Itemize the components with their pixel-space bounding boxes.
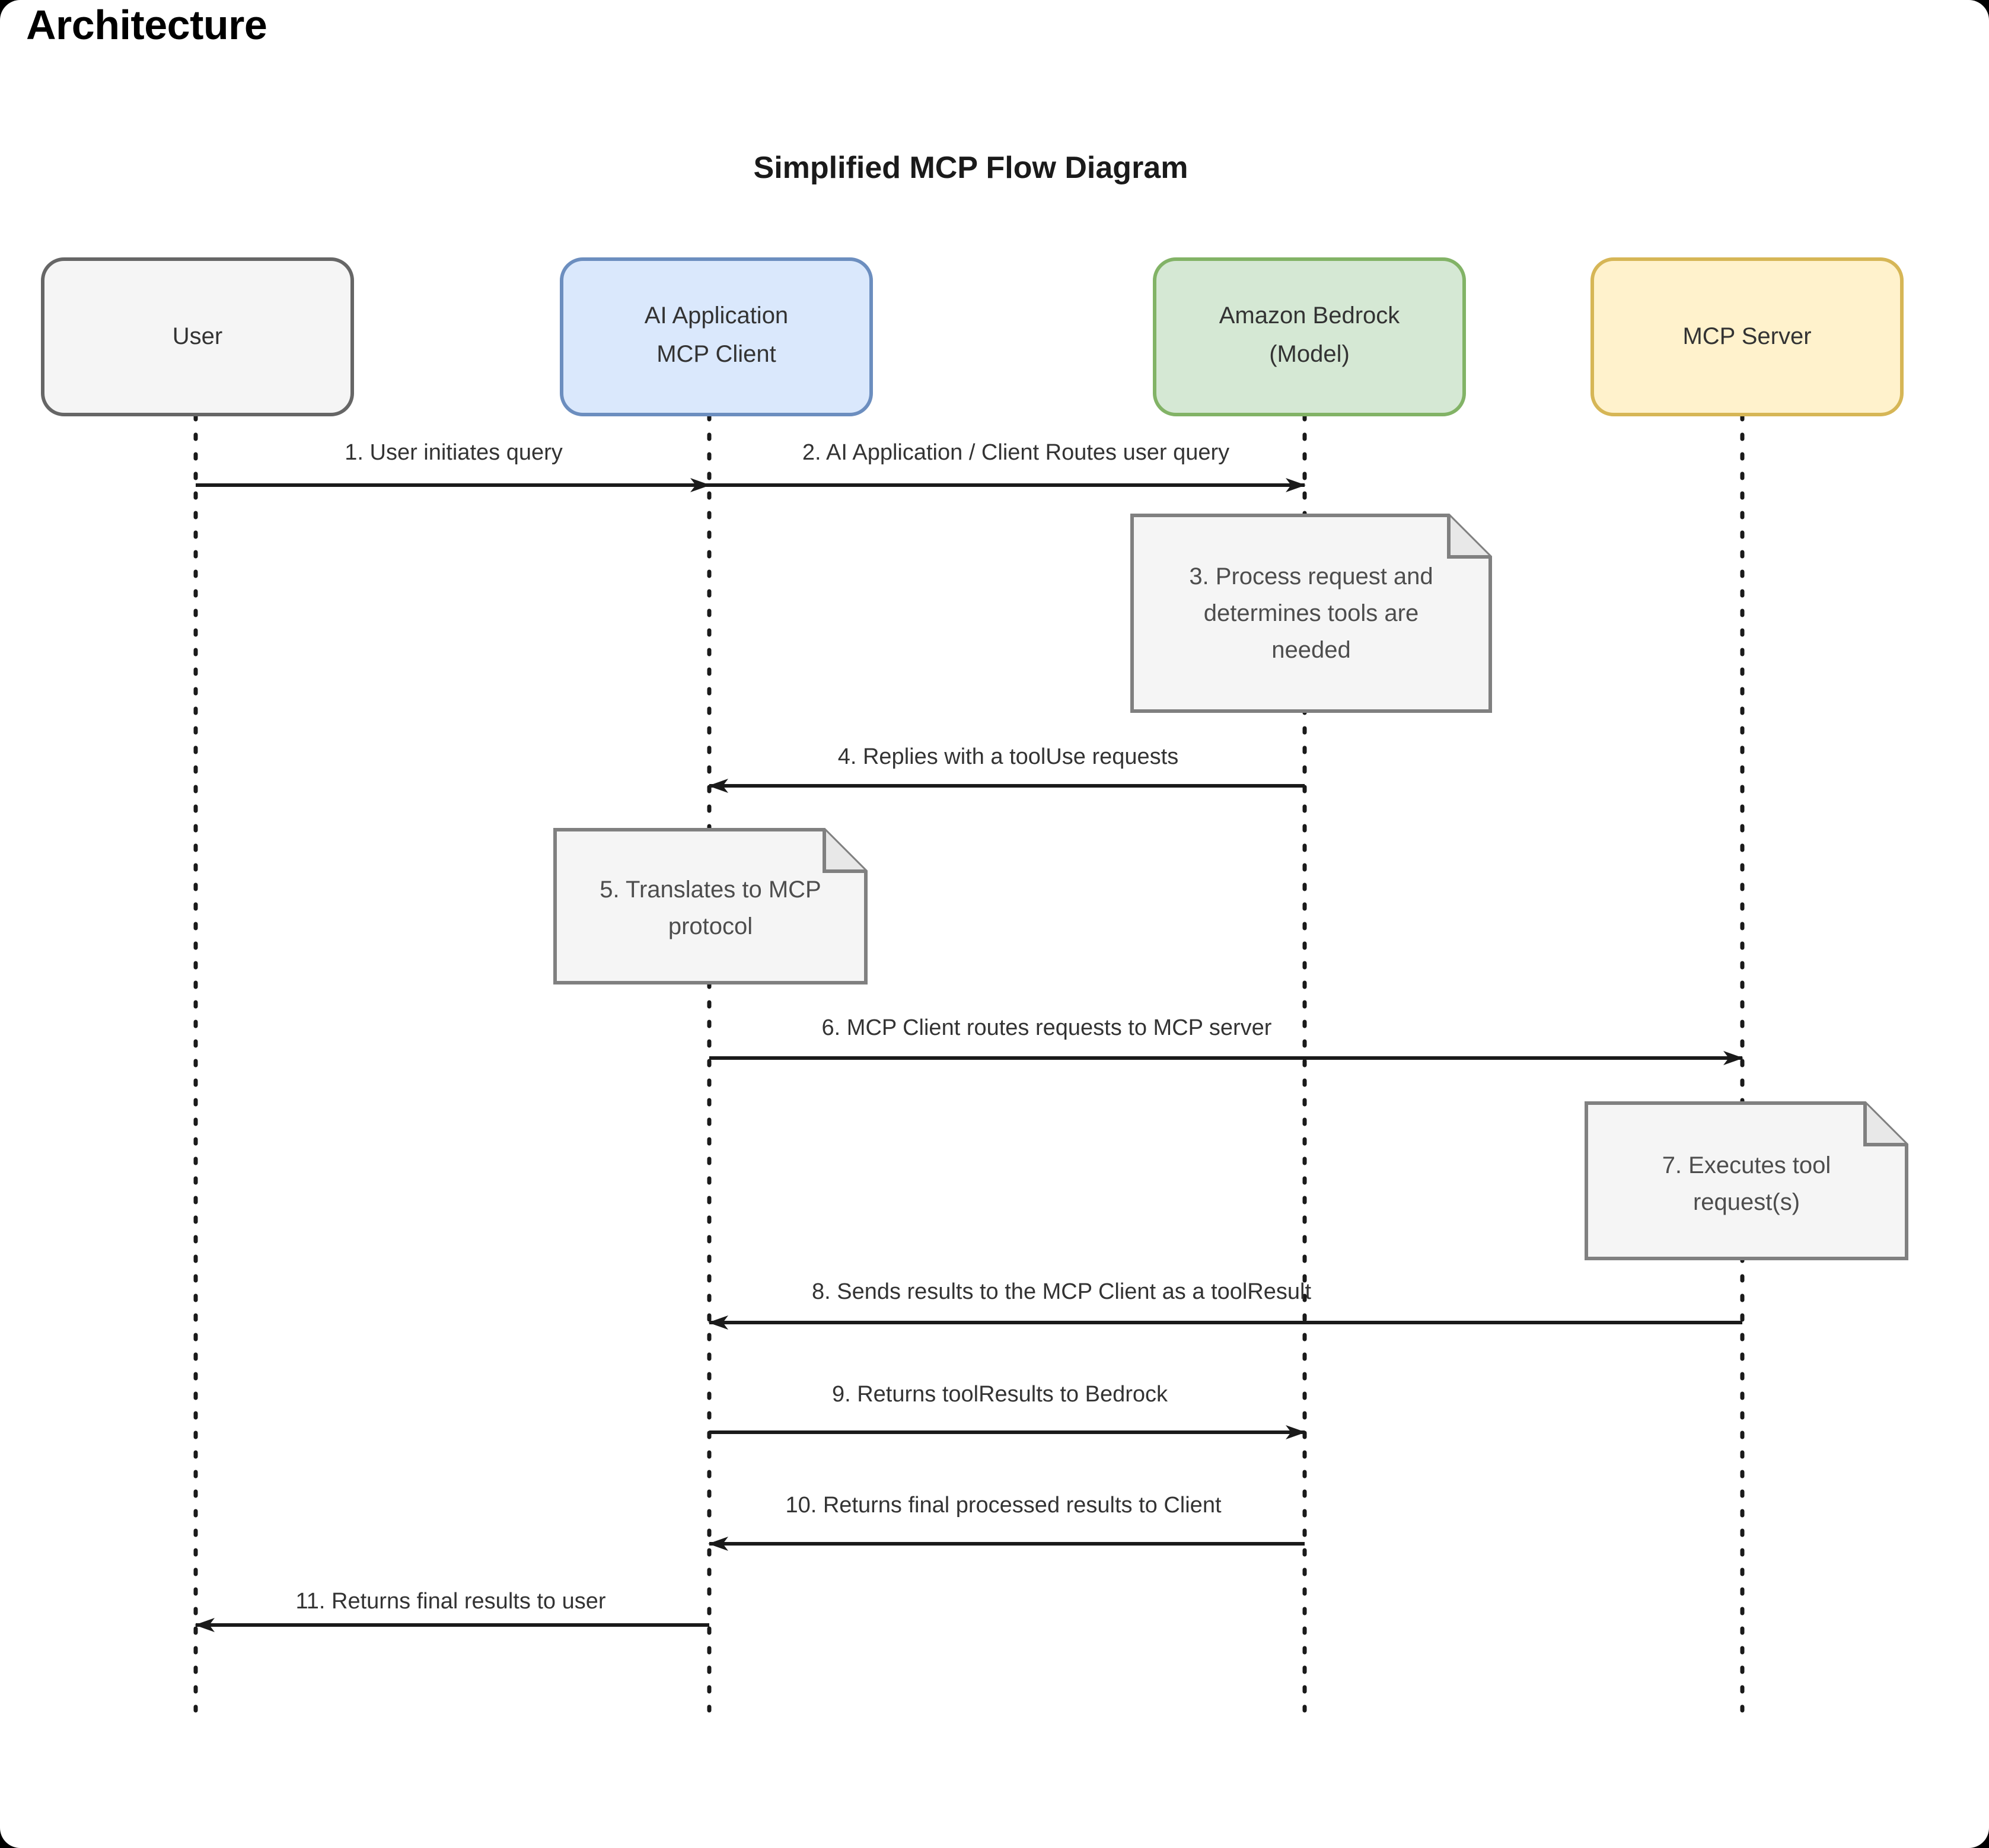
message-label-2: 2. AI Application / Client Routes user q… <box>802 440 1229 465</box>
participant-label-bedrock-line1: Amazon Bedrock <box>1219 302 1401 329</box>
participant-client[interactable]: AI Application MCP Client <box>560 257 873 416</box>
note-fold-3 <box>1447 515 1490 559</box>
message-4[interactable]: 4. Replies with a toolUse requests <box>708 744 1305 793</box>
note-line-3-3: needed <box>1271 637 1350 663</box>
note-line-7-2: request(s) <box>1693 1189 1800 1215</box>
message-2[interactable]: 2. AI Application / Client Routes user q… <box>709 440 1306 492</box>
participant-box-bedrock[interactable] <box>1153 257 1466 416</box>
message-label-9: 9. Returns toolResults to Bedrock <box>832 1382 1168 1407</box>
participant-box-server[interactable] <box>1590 257 1904 416</box>
note-body-3[interactable] <box>1130 514 1492 713</box>
note-line-3-1: 3. Process request and <box>1189 563 1433 590</box>
note-line-5-2: protocol <box>668 913 753 939</box>
page-title: Architecture <box>26 2 267 48</box>
note-line-5-1: 5. Translates to MCP <box>600 877 821 903</box>
message-label-8: 8. Sends results to the MCP Client as a … <box>812 1279 1311 1304</box>
note-fold-5 <box>823 830 866 873</box>
message-label-6: 6. MCP Client routes requests to MCP ser… <box>822 1015 1272 1040</box>
note-body-5[interactable] <box>553 828 868 984</box>
participant-label-client-line1: AI Application <box>645 302 788 329</box>
note-7[interactable]: 7. Executes tool request(s) <box>1585 1101 1908 1260</box>
message-label-4: 4. Replies with a toolUse requests <box>838 744 1179 769</box>
participant-label-server: MCP Server <box>1682 323 1811 349</box>
message-label-1: 1. User initiates query <box>345 440 563 465</box>
note-fold-7 <box>1863 1103 1907 1146</box>
participant-label-bedrock-line2: (Model) <box>1269 341 1350 367</box>
note-body-7[interactable] <box>1585 1101 1908 1260</box>
participant-server[interactable]: MCP Server <box>1590 257 1904 416</box>
note-3[interactable]: 3. Process request and determines tools … <box>1130 514 1492 713</box>
diagram-title: Simplified MCP Flow Diagram <box>754 151 1188 185</box>
participant-user[interactable]: User <box>41 257 354 416</box>
message-1[interactable]: 1. User initiates query <box>196 440 710 492</box>
message-9[interactable]: 9. Returns toolResults to Bedrock <box>709 1382 1306 1439</box>
participant-box-user[interactable] <box>41 257 354 416</box>
message-6[interactable]: 6. MCP Client routes requests to MCP ser… <box>709 1015 1743 1065</box>
participant-label-user: User <box>173 323 222 349</box>
message-label-11: 11. Returns final results to user <box>295 1589 605 1614</box>
message-10[interactable]: 10. Returns final processed results to C… <box>708 1493 1305 1551</box>
message-8[interactable]: 8. Sends results to the MCP Client as a … <box>708 1279 1742 1330</box>
participant-label-client-line2: MCP Client <box>656 341 776 367</box>
note-line-3-2: determines tools are <box>1204 600 1419 626</box>
participant-box-client[interactable] <box>560 257 873 416</box>
note-5[interactable]: 5. Translates to MCP protocol <box>553 828 868 984</box>
message-label-10: 10. Returns final processed results to C… <box>785 1493 1221 1518</box>
note-line-7-1: 7. Executes tool <box>1662 1152 1831 1178</box>
message-11[interactable]: 11. Returns final results to user <box>195 1589 709 1632</box>
participant-bedrock[interactable]: Amazon Bedrock (Model) <box>1153 257 1466 416</box>
